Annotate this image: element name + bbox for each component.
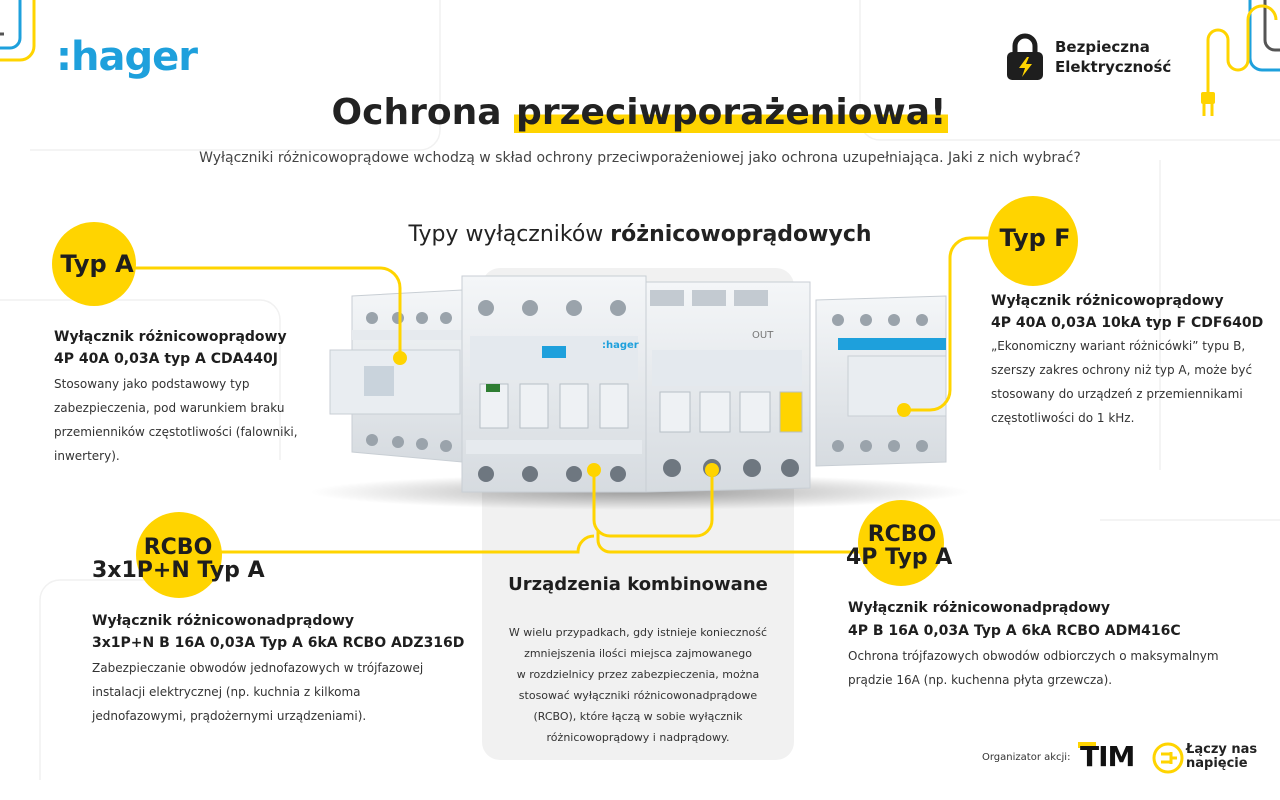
badge-type-a <box>52 222 136 306</box>
badge-rcbo-3x1p-line1: RCBO <box>143 535 213 560</box>
type-a-desc-line: przemienników częstotliwości (falowniki, <box>54 425 298 439</box>
page-title: Ochrona przeciwporażeniowa! <box>0 92 1280 133</box>
badge-rcbo-4p-line1: RCBO <box>867 522 937 547</box>
laczy-line2: napięcie <box>1186 756 1248 771</box>
badge-type-f <box>988 196 1078 286</box>
rcbo2-desc: Ochrona trójfazowych obwodów odbiorczych… <box>848 644 1219 692</box>
device-out-label: OUT <box>752 330 774 341</box>
combined-desc-line: różnicowoprądowy i nadprądowy. <box>546 731 730 744</box>
type-f-desc-line: „Ekonomiczny wariant różnicówki” typu B, <box>991 339 1246 353</box>
badge-rcbo-3x1p <box>136 512 222 598</box>
badge-rcbo-4p-line2: 4P Typ A <box>846 545 953 570</box>
type-a-desc-line: inwertery). <box>54 449 120 463</box>
campaign-line2: Elektryczność <box>1055 58 1172 76</box>
type-f-heading1: Wyłącznik różnicowoprądowy <box>991 293 1224 309</box>
type-a-desc-line: Stosowany jako podstawowy typ <box>54 377 250 391</box>
type-a-heading2: 4P 40A 0,03A typ A CDA440J <box>54 351 278 367</box>
laczy-line1: Łączy nas <box>1186 742 1258 757</box>
campaign-text: Bezpieczna Elektryczność <box>1055 37 1171 77</box>
rcbo1-desc-line: jednofazowymi, prądożernymi urządzeniami… <box>92 709 367 723</box>
type-a-desc: Stosowany jako podstawowy typ zabezpiecz… <box>54 372 298 468</box>
page-subtitle: Wyłączniki różnicowoprądowe wchodzą w sk… <box>199 150 1081 166</box>
type-a-desc-line: zabezpieczenia, pod warunkiem braku <box>54 401 285 415</box>
rcbo1-desc-line: Zabezpieczanie obwodów jednofazowych w t… <box>92 661 424 675</box>
type-f-desc-line: szerszy zakres ochrony niż typ A, może b… <box>991 363 1253 377</box>
rcbo2-heading1: Wyłącznik różnicowonadprądowy <box>848 600 1111 616</box>
badge-rcbo-4p <box>858 500 944 586</box>
device-brand-label: :hager <box>602 340 639 351</box>
connector-lines <box>96 236 1036 554</box>
hager-logo: :hager <box>56 34 198 80</box>
title-highlight: przeciwporażeniowa! <box>514 92 949 133</box>
combined-desc-line: (RCBO), które łączą w sobie wyłącznik <box>533 710 743 723</box>
rcbo2-desc-line: prądzie 16A (np. kuchenna płyta grzewcza… <box>848 673 1113 687</box>
device-rcbo-3x1p: :hager <box>461 275 647 493</box>
rcbo1-heading2: 3x1P+N B 16A 0,03A Typ A 6kA RCBO ADZ316… <box>92 635 465 651</box>
device-type-a <box>329 289 463 463</box>
combined-title: Urządzenia kombinowane <box>508 574 768 595</box>
device-type-f <box>815 295 947 467</box>
combined-desc-line: zmniejszenia ilości miejsca zajmowanego <box>524 647 752 660</box>
combined-desc-line: W wielu przypadkach, gdy istnieje koniec… <box>508 626 768 639</box>
combined-desc-line: stosować wyłączniki różnicowonadprądowe <box>518 689 758 702</box>
rcbo2-heading2: 4P B 16A 0,03A Typ A 6kA RCBO ADM416C <box>848 623 1181 639</box>
type-f-heading2: 4P 40A 0,03A 10kA typ F CDF640D <box>991 315 1264 331</box>
rcbo1-desc-line: instalacji elektrycznej (np. kuchnia z k… <box>92 685 361 699</box>
combined-desc: W wielu przypadkach, gdy istnieje koniec… <box>494 622 782 748</box>
badge-type-f-label: Typ F <box>999 224 1071 252</box>
rcbo2-desc-line: Ochrona trójfazowych obwodów odbiorczych… <box>848 649 1219 663</box>
tim-logo: TIM <box>1080 740 1135 773</box>
organizer-label: Organizator akcji: <box>982 752 1071 763</box>
combined-desc-line: w rozdzielnicy przez zabezpieczenia, moż… <box>516 668 760 681</box>
section-prefix: Typy wyłączników <box>408 222 611 247</box>
device-rcbo-4p: OUT <box>645 281 811 493</box>
section-title: Typy wyłączników różnicowoprądowych <box>0 222 1280 247</box>
badge-type-a-label: Typ A <box>60 250 134 278</box>
tim-mark-icon <box>1078 742 1096 748</box>
campaign-line1: Bezpieczna <box>1055 38 1150 56</box>
type-f-desc-line: częstotliwości do 1 kHz. <box>991 411 1135 425</box>
rcbo1-heading1: Wyłącznik różnicowonadprądowy <box>92 613 355 629</box>
badge-rcbo-3x1p-line2: 3x1P+N Typ A <box>92 558 265 583</box>
type-f-desc: „Ekonomiczny wariant różnicówki” typu B,… <box>991 334 1252 430</box>
section-bold: różnicowoprądowych <box>610 222 872 247</box>
campaign-badge: Bezpieczna Elektryczność <box>1005 32 1171 82</box>
padlock-icon <box>1007 33 1043 80</box>
type-f-desc-line: stosowany do urządzeń z przemiennikami <box>991 387 1243 401</box>
rcbo1-desc: Zabezpieczanie obwodów jednofazowych w t… <box>92 656 423 728</box>
type-a-heading1: Wyłącznik różnicowoprądowy <box>54 329 287 345</box>
title-part1: Ochrona <box>331 92 515 133</box>
laczy-logo: Łączy nas napięcie <box>1186 743 1257 771</box>
plug-icon <box>1152 742 1184 774</box>
